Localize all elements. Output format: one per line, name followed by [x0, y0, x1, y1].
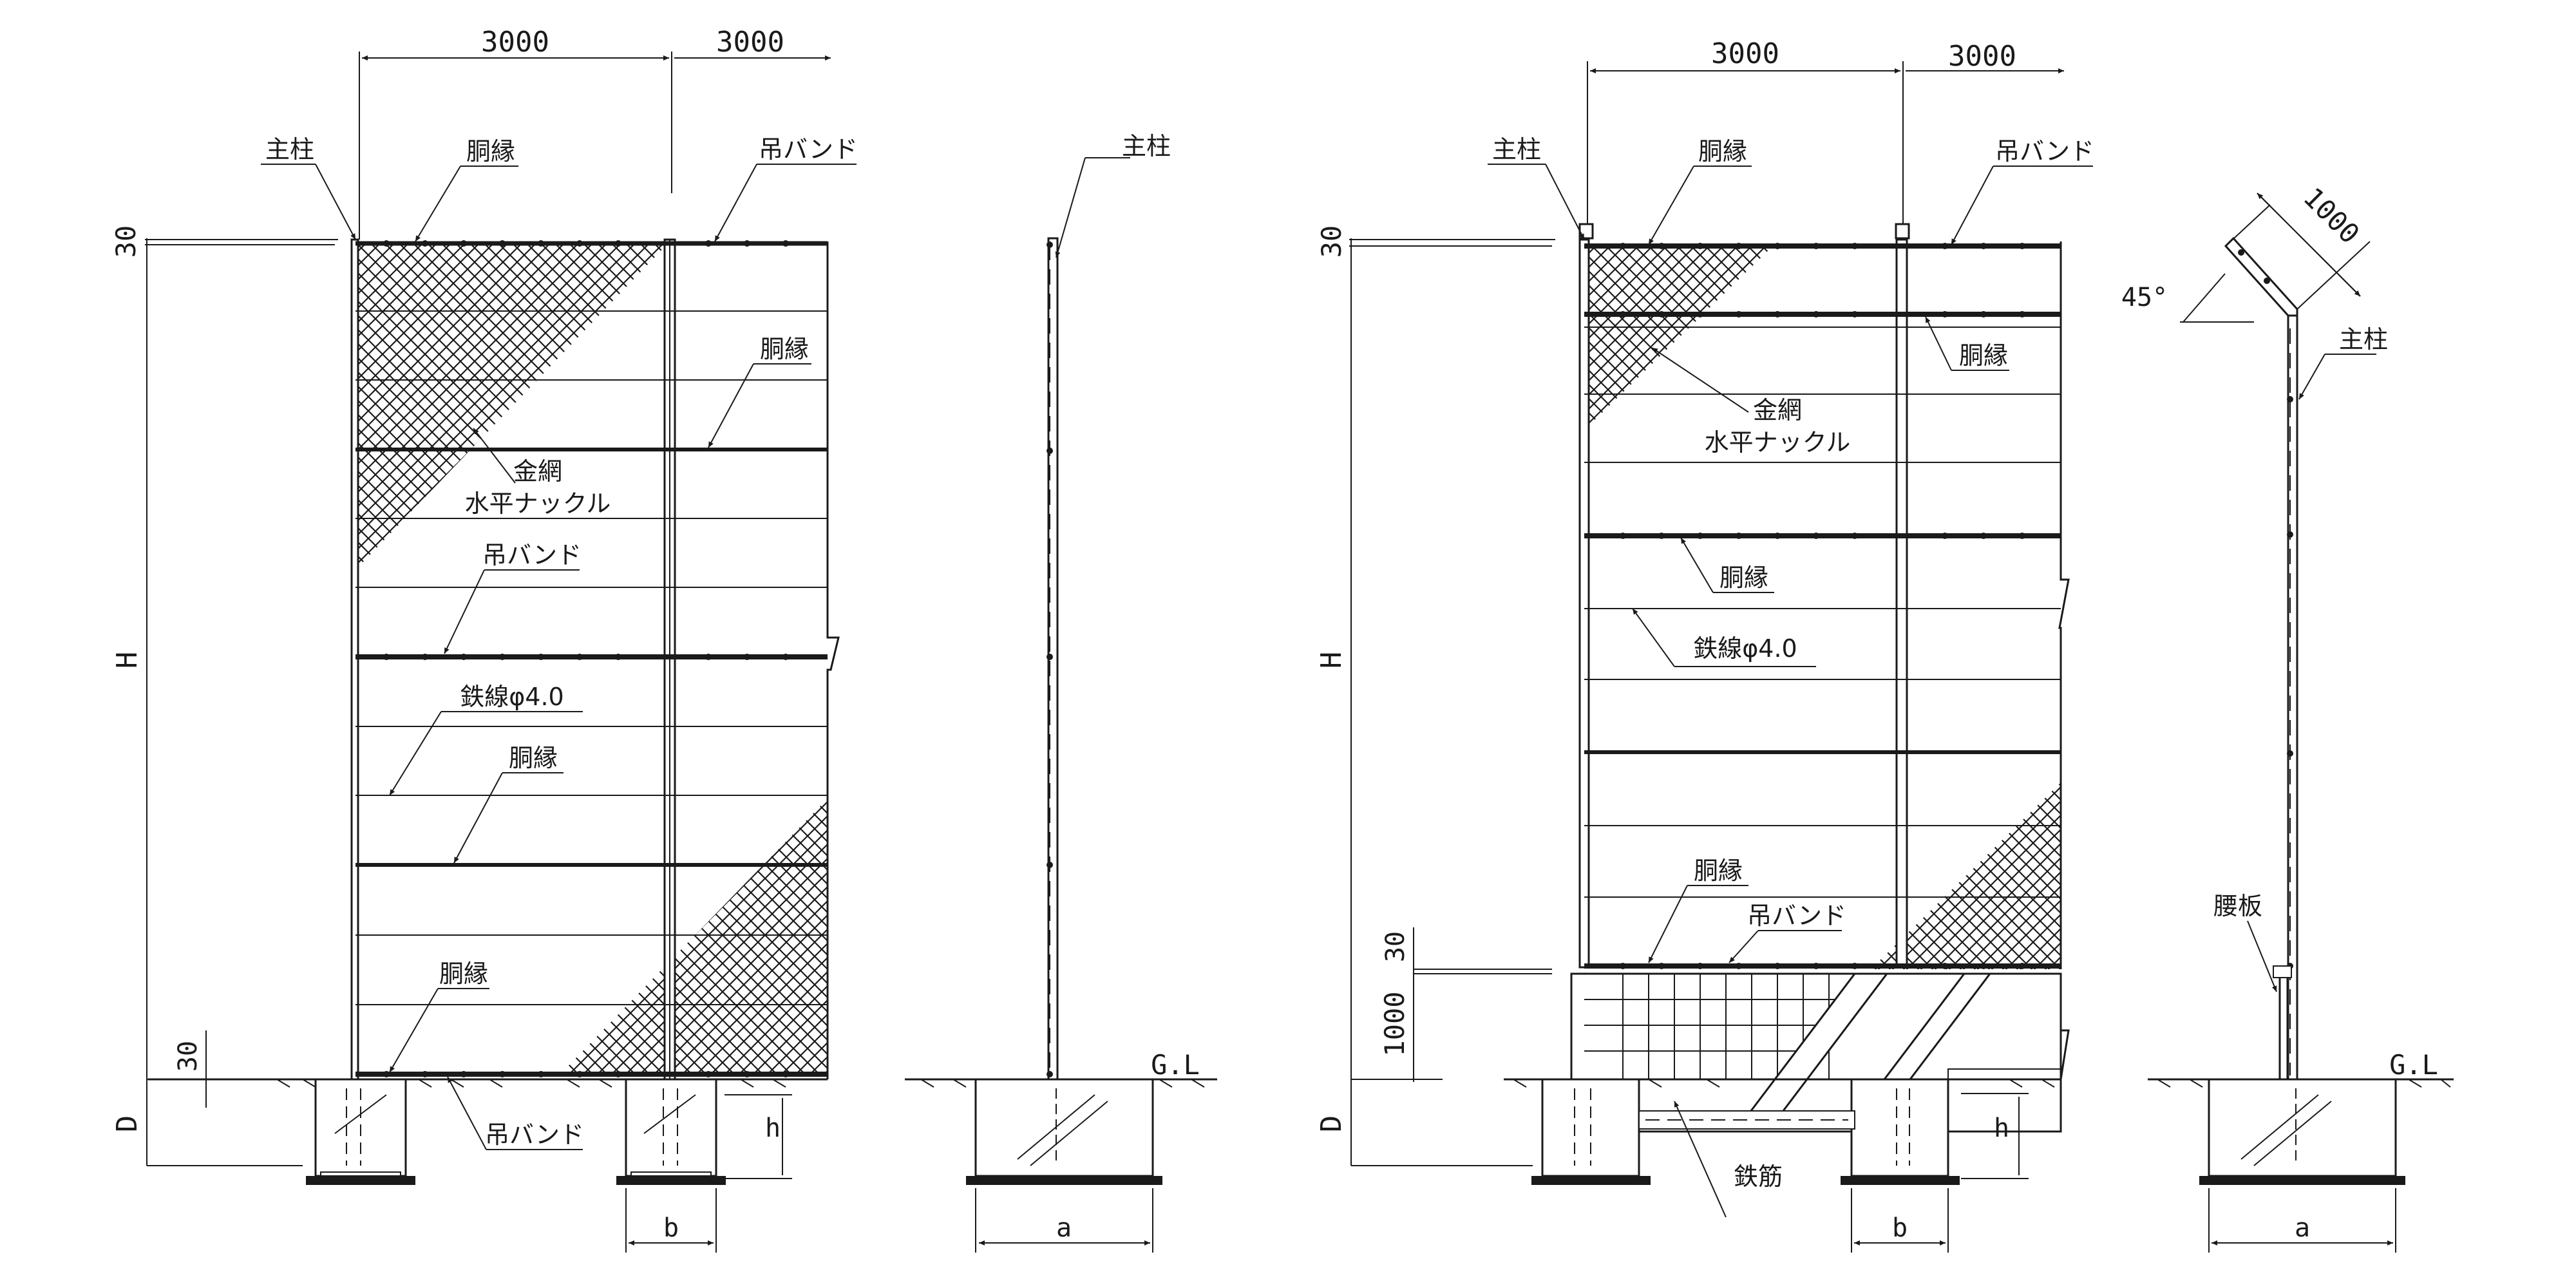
dim-depth: D [111, 1115, 144, 1133]
mesh-hatch-top [355, 242, 670, 570]
main-post-left [1578, 238, 1590, 969]
angled-arm [2224, 236, 2298, 317]
label-rail-top: 胴縁 [466, 137, 515, 166]
mesh-hatch-bottom [1871, 782, 2061, 969]
footings [1531, 1068, 2061, 1185]
label-band-top: 吊バンド [759, 135, 858, 164]
right-edge [2058, 242, 2070, 969]
top-dimensions [359, 52, 831, 240]
base-grid [1570, 972, 2070, 1133]
label-wire-mesh: 金網 [513, 457, 562, 486]
dim-foot-b: b [1892, 1213, 1908, 1243]
callouts: 主柱 胴縁 吊バンド 胴縁 金網 水平ナックル 吊バンド 鉄線φ4.0 胴縁 胴… [265, 135, 858, 1149]
mesh-hatch-top [1584, 245, 1774, 430]
dim-bottom-offset: 30 [173, 1041, 203, 1072]
dim-top-offset: 30 [1316, 225, 1347, 258]
dim-span-2: 3000 [1948, 40, 2016, 73]
dim-top-offset: 30 [110, 225, 142, 258]
dim-depth: D [1315, 1115, 1348, 1133]
callouts: 主柱 胴縁 吊バンド 胴縁 金網 水平ナックル 胴縁 鉄線φ4.0 胴縁 吊バン… [1492, 135, 2094, 1191]
side-label-waist-board: 腰板 [2213, 892, 2262, 920]
side-dim-a: a [2295, 1213, 2310, 1243]
side-label-ground: G.L [2389, 1049, 2438, 1081]
label-rail-low: 胴縁 [1694, 857, 1743, 885]
dim-mid-offset: 30 [1381, 931, 1410, 962]
label-rail-bottom: 胴縁 [439, 960, 488, 988]
band-clips [1620, 243, 2025, 969]
dim-height: H [111, 652, 144, 669]
steel-wires [355, 310, 828, 1005]
side-dim-a: a [1056, 1213, 1072, 1243]
dim-foot-b: b [663, 1213, 679, 1243]
dim-base-height: 1000 [1379, 991, 1410, 1056]
label-rail-mid: 胴縁 [509, 744, 558, 772]
label-steel-wire: 鉄線φ4.0 [1693, 634, 1797, 663]
dim-span-1: 3000 [1711, 37, 1779, 70]
label-rail-mid: 胴縁 [1719, 564, 1768, 592]
label-rebar: 鉄筋 [1734, 1162, 1783, 1191]
band-clips [383, 240, 789, 1077]
label-rail-top: 胴縁 [1698, 137, 1747, 166]
side-label-main-post: 主柱 [1122, 132, 1171, 160]
label-rail-right: 胴縁 [760, 335, 809, 363]
dim-foot-h: h [765, 1113, 781, 1143]
label-knuckle: 水平ナックル [465, 489, 611, 518]
mesh-hatch-bottom [559, 799, 828, 1075]
label-band-bottom: 吊バンド [485, 1121, 584, 1149]
steel-wires [1584, 327, 2061, 898]
height-dimensions [145, 238, 338, 1166]
dim-span-2: 3000 [716, 26, 784, 59]
main-post-middle [1895, 238, 1908, 969]
label-steel-wire: 鉄線φ4.0 [460, 683, 564, 711]
label-wire-mesh: 金網 [1753, 396, 1802, 424]
label-main-post: 主柱 [1492, 135, 1541, 164]
side-label-main-post: 主柱 [2339, 325, 2388, 354]
label-knuckle: 水平ナックル [1705, 428, 1851, 457]
dim-span-1: 3000 [481, 26, 549, 59]
footing-dimensions [1851, 1093, 2029, 1253]
top-dimensions [1587, 61, 2064, 224]
height-dimensions [1349, 238, 1555, 1166]
left-side-view: 主柱 G.L a [905, 132, 1217, 1253]
label-band-top: 吊バンド [1995, 137, 2094, 166]
footing-dimensions [625, 1094, 792, 1253]
side-dim-angle: 45° [2121, 283, 2168, 312]
footings [306, 1078, 726, 1185]
label-rail-upper: 胴縁 [1959, 341, 2008, 370]
label-band-mid: 吊バンド [482, 541, 582, 569]
label-main-post: 主柱 [265, 135, 314, 164]
ground-hatch [276, 1079, 786, 1088]
side-label-ground: G.L [1151, 1049, 1200, 1081]
side-dim-arm: 1000 [2297, 182, 2365, 250]
right-edge [826, 242, 840, 1079]
leaders [1488, 164, 2093, 1218]
leaders [261, 164, 857, 1150]
dim-height: H [1315, 652, 1348, 669]
left-front-elevation: 3000 3000 30 H 30 D h b [110, 26, 858, 1253]
dim-foot-h: h [1994, 1113, 2009, 1143]
label-band-low: 吊バンド [1747, 902, 1846, 930]
right-side-view: 1000 45° 主柱 腰板 G.L a [2121, 182, 2454, 1253]
right-front-elevation: 3000 3000 30 H 30 1000 D h b [1315, 37, 2094, 1253]
